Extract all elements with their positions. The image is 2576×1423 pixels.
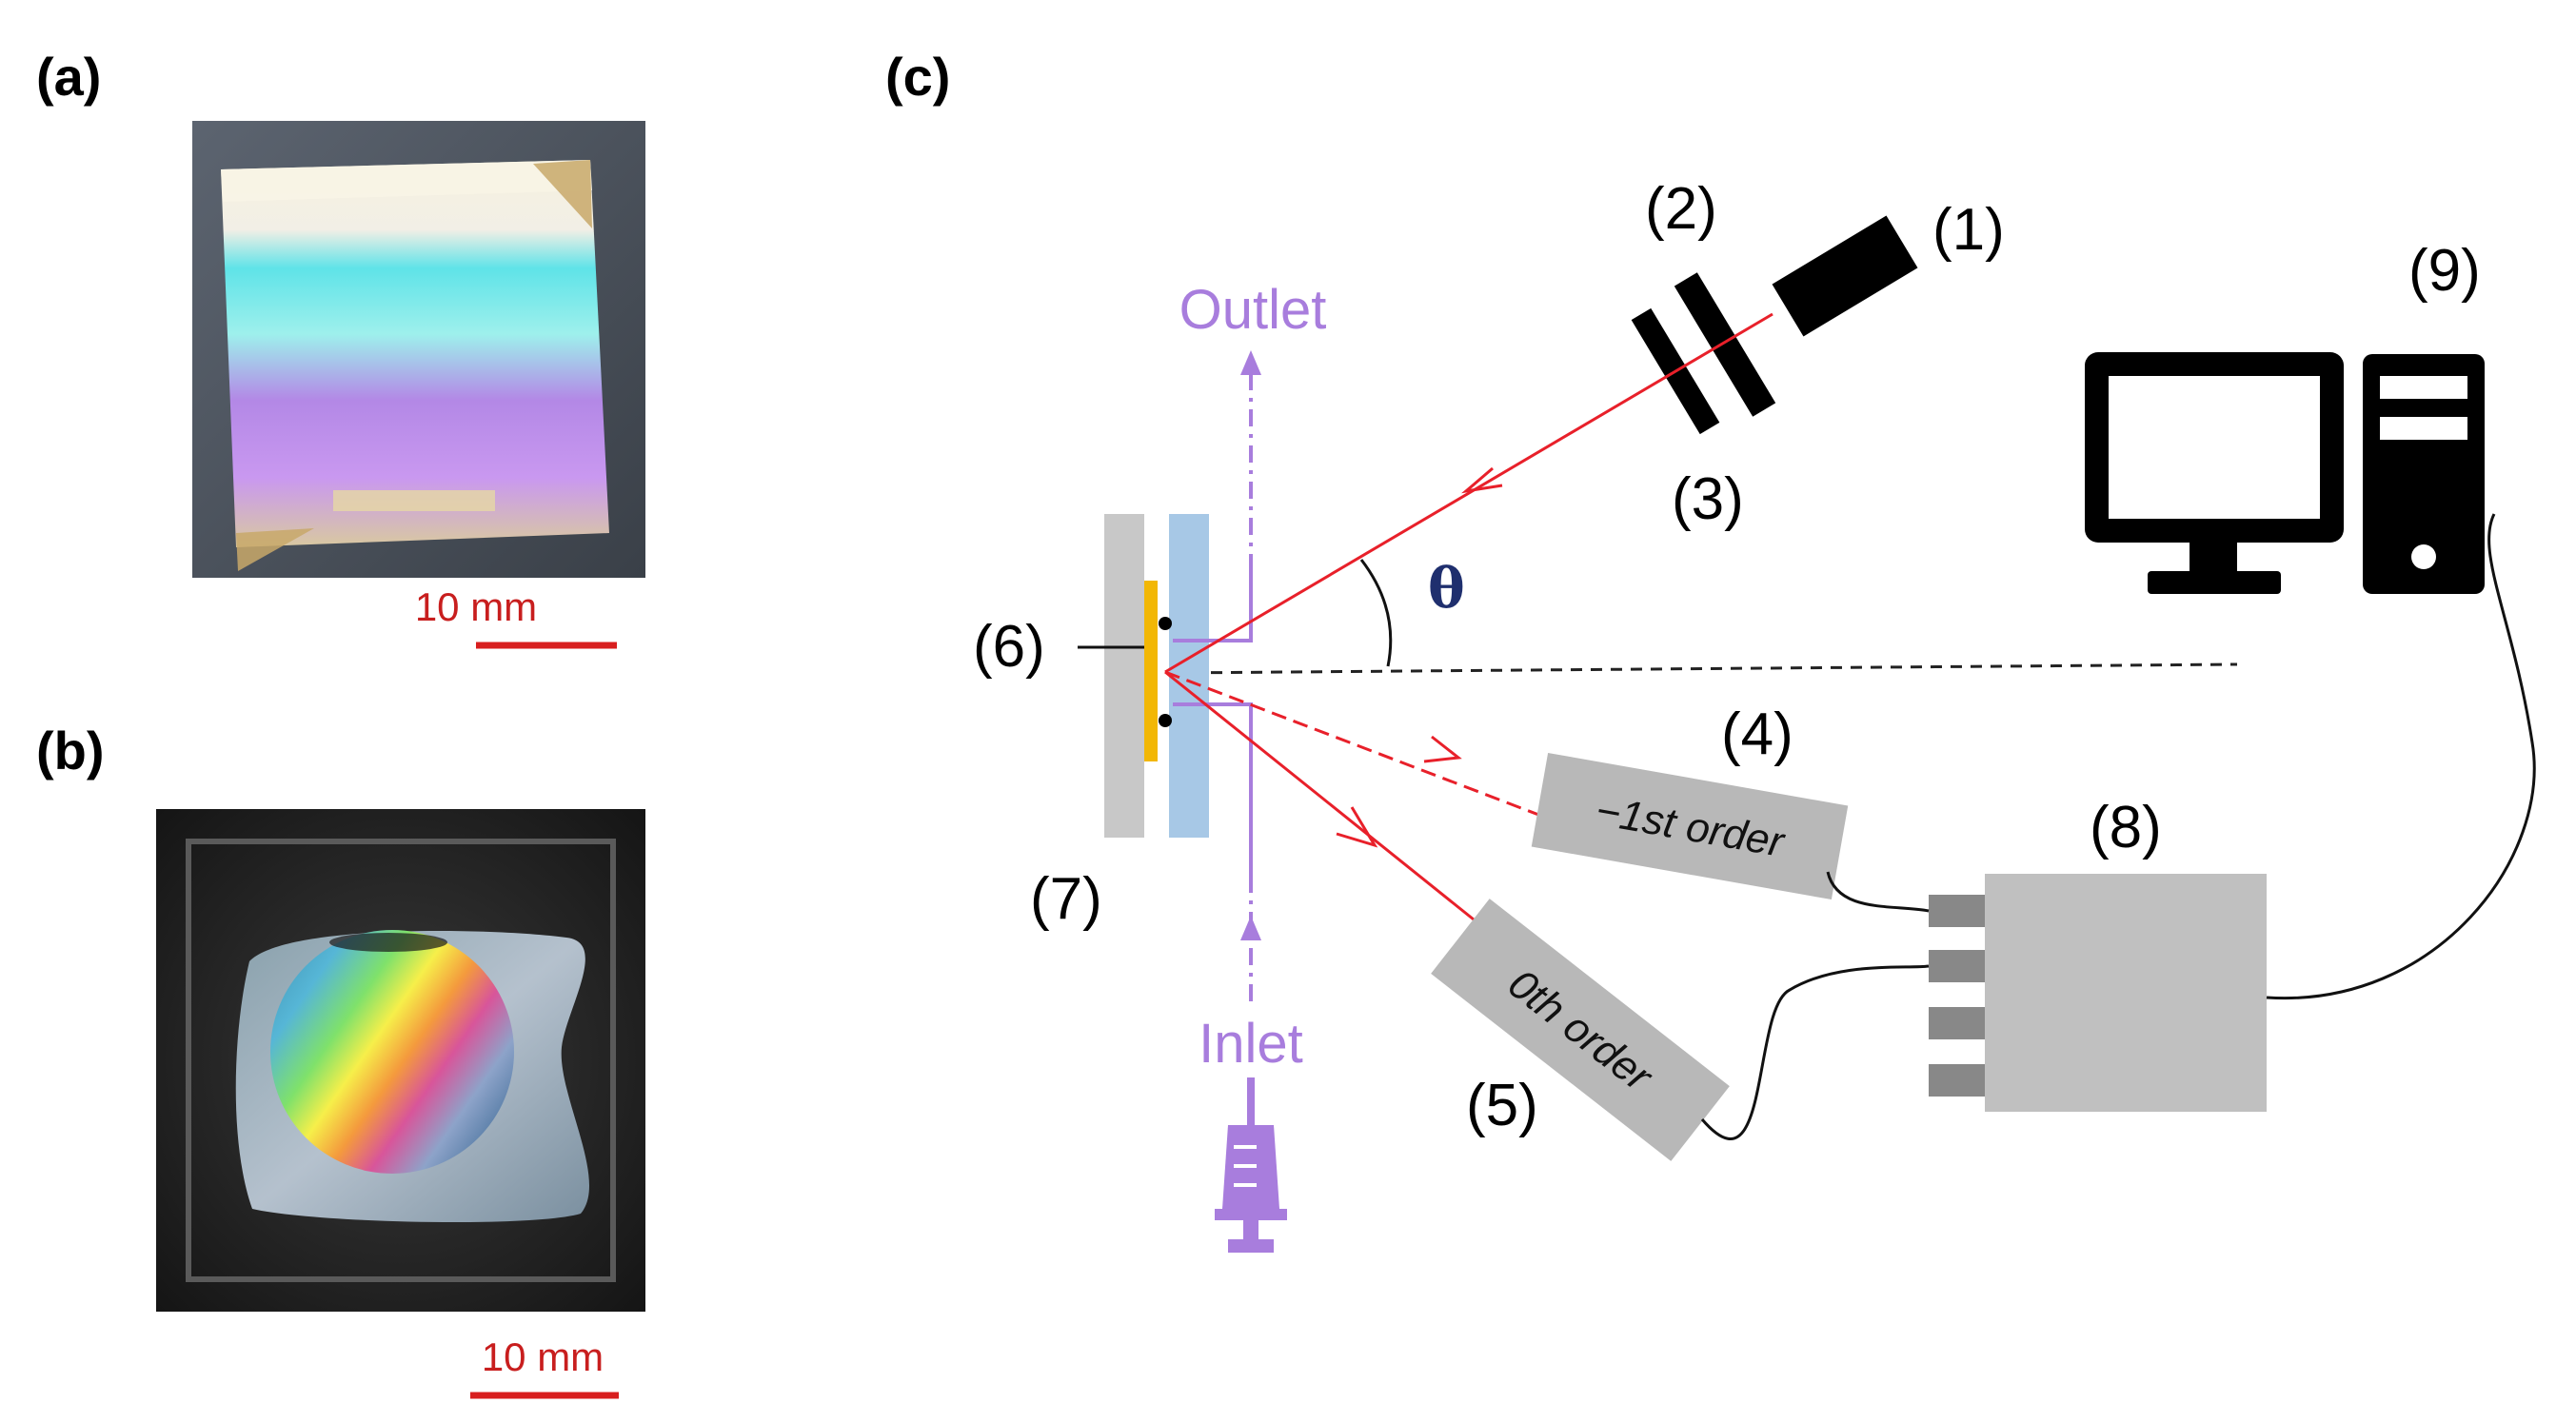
syringe-plunger-cap <box>1228 1239 1274 1253</box>
port-1 <box>1929 895 1985 927</box>
syringe-needle <box>1247 1077 1255 1125</box>
tower-drive-1 <box>2380 376 2467 399</box>
photo-a-top-edge <box>221 160 592 202</box>
photo-a-gold-corner <box>533 160 592 228</box>
label-4: (4) <box>1721 702 1793 767</box>
scale-label-a: 10 mm <box>415 584 537 629</box>
minus-first-order-arrow <box>1423 735 1462 763</box>
zero-order-beam <box>1164 670 1475 921</box>
zero-order-arrow <box>1336 806 1378 848</box>
optic-element-2 <box>1674 272 1776 417</box>
monitor-neck <box>2190 543 2237 571</box>
port-2 <box>1929 950 1985 982</box>
optical-axis-line <box>1170 662 2238 675</box>
outlet-label: Outlet <box>1179 279 1327 341</box>
syringe-graduations <box>1234 1145 1257 1187</box>
port-3 <box>1929 1007 1985 1039</box>
inlet-arrowhead <box>1240 916 1261 940</box>
photo-b-disc-flat <box>329 933 447 952</box>
outlet-arrowhead <box>1240 350 1261 375</box>
monitor-screen <box>2109 376 2320 519</box>
cable-computer <box>2266 513 2536 1000</box>
seal-dot-top <box>1159 617 1172 630</box>
photo-a-gold-corner-left <box>236 528 314 571</box>
detector-zero-order-body <box>1431 899 1730 1161</box>
acquisition-ports <box>1929 895 1985 1097</box>
detector-minus-first-body <box>1531 752 1849 900</box>
angle-arc <box>1359 559 1393 667</box>
seal-dot-bottom <box>1159 714 1172 727</box>
cable-detector-5 <box>1700 964 1930 1140</box>
label-6: (6) <box>973 614 1045 680</box>
laser-source <box>1772 215 1918 337</box>
scale-label-b: 10 mm <box>482 1334 604 1379</box>
port-4 <box>1929 1064 1985 1097</box>
minus-first-order-beam <box>1164 670 1555 822</box>
computer-icon <box>2085 352 2485 594</box>
photo-a <box>192 121 645 578</box>
detector-minus-first: −1st order <box>1531 752 1849 900</box>
laser-body <box>1772 215 1918 337</box>
photo-b-tray-rim <box>186 839 616 1282</box>
cables <box>1700 513 2536 1140</box>
panel-label-c: (c) <box>885 47 950 107</box>
cable-detector-4 <box>1826 871 1930 913</box>
panel-label-b: (b) <box>36 721 105 781</box>
label-9: (9) <box>2408 238 2481 304</box>
incident-beam <box>1164 312 1773 674</box>
outlet-channel <box>1173 571 1253 642</box>
theta-label: θ <box>1428 556 1465 621</box>
label-2: (2) <box>1645 176 1717 242</box>
tower-drive-2 <box>2380 417 2467 440</box>
acquisition-unit <box>1985 874 2267 1112</box>
label-8: (8) <box>2090 795 2162 860</box>
photo-a-label-strip <box>333 490 495 511</box>
photo-a-sample-film <box>221 160 609 547</box>
inlet-label: Inlet <box>1199 1013 1303 1075</box>
incident-beam-arrow <box>1461 466 1503 494</box>
label-1: (1) <box>1932 197 2005 263</box>
syringe-flange <box>1215 1209 1287 1220</box>
computer-tower <box>2363 354 2485 594</box>
tower-power-button <box>2411 544 2436 569</box>
gray-substrate <box>1104 514 1144 838</box>
photo-b <box>156 809 645 1312</box>
label-3: (3) <box>1672 466 1744 532</box>
panel-label-a: (a) <box>36 47 101 107</box>
syringe-plunger <box>1243 1220 1258 1239</box>
monitor-stand <box>2148 571 2281 594</box>
label-5: (5) <box>1466 1073 1538 1138</box>
label-7: (7) <box>1030 866 1102 932</box>
photo-b-grating-disc <box>270 930 514 1174</box>
gold-film <box>1144 581 1158 761</box>
syringe-icon <box>1215 1077 1287 1253</box>
